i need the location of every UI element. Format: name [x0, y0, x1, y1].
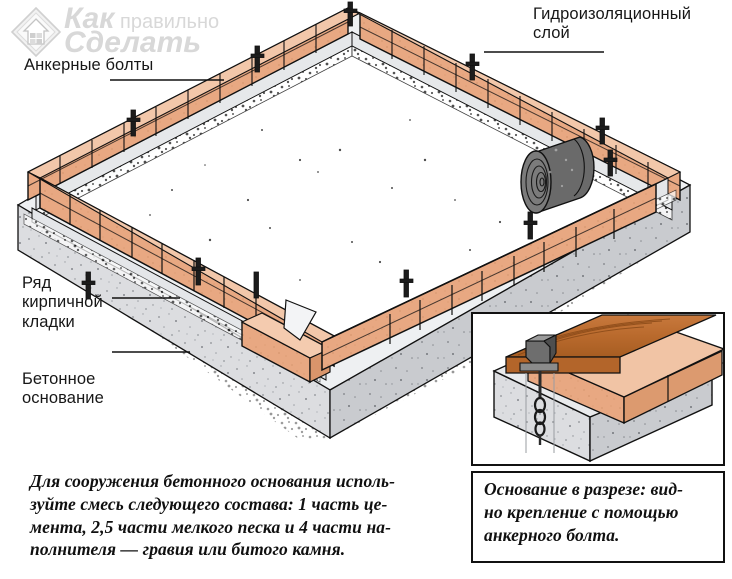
label-brick-course: Ряд кирпичной кладки: [22, 274, 103, 331]
anchor-bolt: [81, 1, 618, 300]
brick-wall-front-left: [23, 171, 336, 384]
waterproofing-roll: [520, 136, 595, 214]
anchor-bolt-section-detail: [492, 314, 724, 463]
trowel-blade: [283, 299, 317, 341]
leader-lines: [110, 51, 604, 353]
bolt-head: [519, 334, 559, 372]
brick-wall-front-right: [321, 177, 677, 372]
label-waterproofing-layer: Гидроизоляционный слой: [533, 5, 692, 43]
brick-wall-back-left: [26, 6, 362, 221]
caption-concrete-mix: Для сооружения бетонного основания испол…: [30, 471, 396, 560]
label-concrete-base: Бетонное основание: [22, 370, 104, 408]
label-anchor-bolts: Анкерные болты: [24, 56, 154, 74]
interior-ground-speckles: [149, 119, 542, 281]
caption-section-detail: Основание в разрезе: вид- но крепление с…: [484, 479, 684, 545]
